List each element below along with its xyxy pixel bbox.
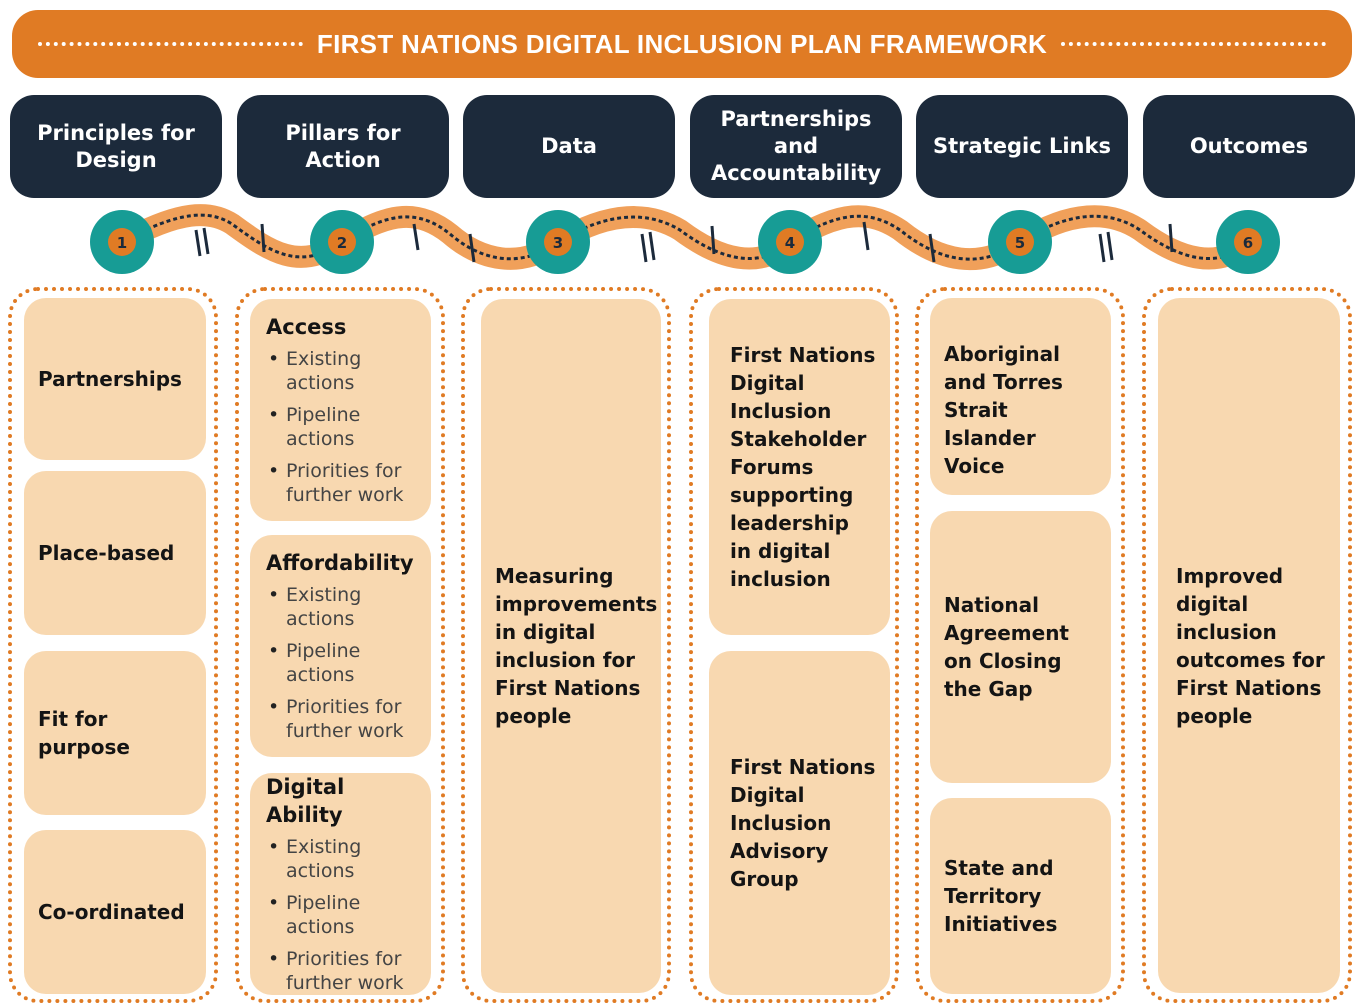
banner-title: FIRST NATIONS DIGITAL INCLUSION PLAN FRA… xyxy=(316,28,1048,59)
column-principles xyxy=(8,287,218,1003)
header-partnerships: Partnerships and Accountability xyxy=(690,95,902,198)
step-marker-6: 6 xyxy=(1216,210,1280,274)
outcomes-box: Improved digital inclusion outcomes for … xyxy=(1158,298,1340,993)
pillar-list: Existing actions Pipeline actions Priori… xyxy=(266,581,417,743)
path-band xyxy=(111,204,1259,271)
list-item: Existing actions xyxy=(266,347,417,395)
step-core xyxy=(1234,228,1262,256)
list-item: Pipeline actions xyxy=(266,403,417,451)
header-data: Data xyxy=(463,95,675,198)
list-item: Existing actions xyxy=(266,835,417,883)
principle-fit-for-purpose: Fit for purpose xyxy=(24,651,206,815)
data-box: Measuring improvements in digital inclus… xyxy=(481,299,661,993)
step-marker-2: 2 xyxy=(310,210,374,274)
list-item: Priorities for further work xyxy=(266,695,417,743)
step-number: 6 xyxy=(1243,234,1253,252)
list-item: Pipeline actions xyxy=(266,891,417,939)
pillar-title: Access xyxy=(266,315,347,339)
column-outcomes xyxy=(1142,287,1352,1003)
column-data xyxy=(461,287,671,1003)
link-voice: Aboriginal and Torres Strait Islander Vo… xyxy=(930,298,1111,495)
pillar-title: Affordability xyxy=(266,551,414,575)
list-item: Priorities for further work xyxy=(266,459,417,507)
step-core xyxy=(1006,228,1034,256)
list-item: Existing actions xyxy=(266,583,417,631)
step-core xyxy=(328,228,356,256)
step-marker-1: 1 xyxy=(90,210,154,274)
step-markers: 1 2 3 4 5 6 xyxy=(90,210,1280,274)
step-number: 1 xyxy=(117,234,127,252)
step-core xyxy=(108,228,136,256)
partnership-stakeholder-forums: First Nations Digital Inclusion Stakehol… xyxy=(709,299,890,635)
column-pillars xyxy=(235,287,445,1003)
pillar-access: Access Existing actions Pipeline actions… xyxy=(250,299,431,521)
step-number: 4 xyxy=(785,234,795,252)
header-outcomes: Outcomes xyxy=(1143,95,1355,198)
step-number: 2 xyxy=(337,234,347,252)
journey-path: 1 2 3 4 5 6 xyxy=(90,204,1280,274)
banner-dots-left xyxy=(37,42,303,46)
partnership-advisory-group: First Nations Digital Inclusion Advisory… xyxy=(709,651,890,995)
step-number: 3 xyxy=(553,234,563,252)
column-partnerships xyxy=(689,287,899,1003)
step-number: 5 xyxy=(1015,234,1025,252)
framework-banner: FIRST NATIONS DIGITAL INCLUSION PLAN FRA… xyxy=(12,10,1352,78)
step-marker-3: 3 xyxy=(526,210,590,274)
header-strategic: Strategic Links xyxy=(916,95,1128,198)
list-item: Priorities for further work xyxy=(266,947,417,995)
principle-partnerships: Partnerships xyxy=(24,298,206,460)
pillar-list: Existing actions Pipeline actions Priori… xyxy=(266,345,417,507)
step-core xyxy=(776,228,804,256)
pillar-list: Existing actions Pipeline actions Priori… xyxy=(266,833,417,995)
pillar-affordability: Affordability Existing actions Pipeline … xyxy=(250,535,431,757)
header-pillars: Pillars for Action xyxy=(237,95,449,198)
link-closing-the-gap: National Agreement on Closing the Gap xyxy=(930,511,1111,783)
pillar-title: Digital Ability xyxy=(266,775,345,827)
step-marker-5: 5 xyxy=(988,210,1052,274)
path-line xyxy=(121,213,1250,261)
pillar-digital-ability: Digital Ability Existing actions Pipelin… xyxy=(250,773,431,995)
list-item: Pipeline actions xyxy=(266,639,417,687)
column-strategic xyxy=(915,287,1125,1003)
banner-dots-right xyxy=(1061,42,1327,46)
step-core xyxy=(544,228,572,256)
link-state-territory: State and Territory Initiatives xyxy=(930,798,1111,994)
path-ticks xyxy=(194,221,1174,263)
principle-place-based: Place-based xyxy=(24,471,206,635)
header-principles: Principles for Design xyxy=(10,95,222,198)
step-marker-4: 4 xyxy=(758,210,822,274)
principle-co-ordinated: Co-ordinated xyxy=(24,830,206,994)
